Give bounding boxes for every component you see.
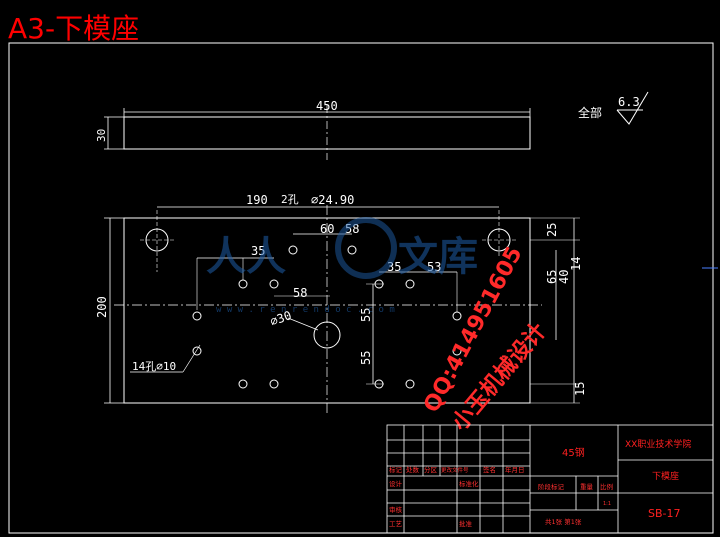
dim-40: 40 xyxy=(557,270,571,284)
drawing-frame xyxy=(8,42,714,534)
center-hole xyxy=(313,321,341,349)
tb-h5: 签名 xyxy=(483,465,496,474)
tb-design: 设计 xyxy=(389,479,403,488)
roughness-symbol xyxy=(616,91,649,125)
dim-65: 65 xyxy=(545,270,559,284)
tb-scale: 比例 xyxy=(600,482,613,491)
dim-dia2490: ⌀24.90 xyxy=(311,193,354,207)
drawing-title: A3-下模座 xyxy=(8,12,139,45)
tb-scale-value: 1:1 xyxy=(603,501,611,507)
dim-60: 60 xyxy=(320,222,334,236)
tb-material: 45钢 xyxy=(562,446,585,459)
dim-14holes: 14孔⌀10 xyxy=(132,360,176,373)
dim-55a: 55 xyxy=(359,308,373,322)
dim-dia30: ⌀30 xyxy=(268,308,293,329)
dim-thickness: 30 xyxy=(95,129,108,142)
dim-2holes: 2孔 xyxy=(281,193,299,206)
finish-value: 6.3 xyxy=(618,95,640,109)
tb-h2: 处数 xyxy=(406,465,420,474)
dim-35a: 35 xyxy=(251,244,265,258)
tb-h6: 年月日 xyxy=(505,465,525,474)
tb-sheets: 共1张 第1张 xyxy=(545,517,582,526)
tb-part: 下模座 xyxy=(652,470,679,482)
dim-15: 15 xyxy=(573,382,587,396)
dim-190: 190 xyxy=(246,193,268,207)
tb-std: 标准化 xyxy=(459,479,479,488)
dim-height: 200 xyxy=(95,296,109,318)
dim-25: 25 xyxy=(545,223,559,237)
dim-58b: 58 xyxy=(293,286,307,300)
tb-weight: 重量 xyxy=(580,483,594,491)
finish-label: 全部 xyxy=(578,105,602,120)
watermark-logo-right: 文库 xyxy=(398,234,478,280)
tb-stage: 阶段标记 xyxy=(538,482,565,491)
watermark-url: w w w . r e n r e n d o c . c o m xyxy=(216,305,395,315)
tb-h4: 更改文件号 xyxy=(441,466,469,474)
tb-code: SB-17 xyxy=(648,507,681,520)
tb-approve: 批准 xyxy=(459,519,473,528)
tb-review: 审核 xyxy=(389,505,403,514)
dim-55b: 55 xyxy=(359,351,373,365)
dim-14: 14 xyxy=(569,257,583,271)
dim-53: 53 xyxy=(427,260,441,274)
tb-h3: 分区 xyxy=(424,465,438,474)
watermark-logo-left: 人人 xyxy=(206,234,286,280)
tb-process: 工艺 xyxy=(389,520,403,528)
tb-school: XX职业技术学院 xyxy=(625,438,691,450)
watermark-ring xyxy=(335,217,397,279)
tb-h1: 标记 xyxy=(389,465,403,474)
title-block xyxy=(386,424,714,534)
